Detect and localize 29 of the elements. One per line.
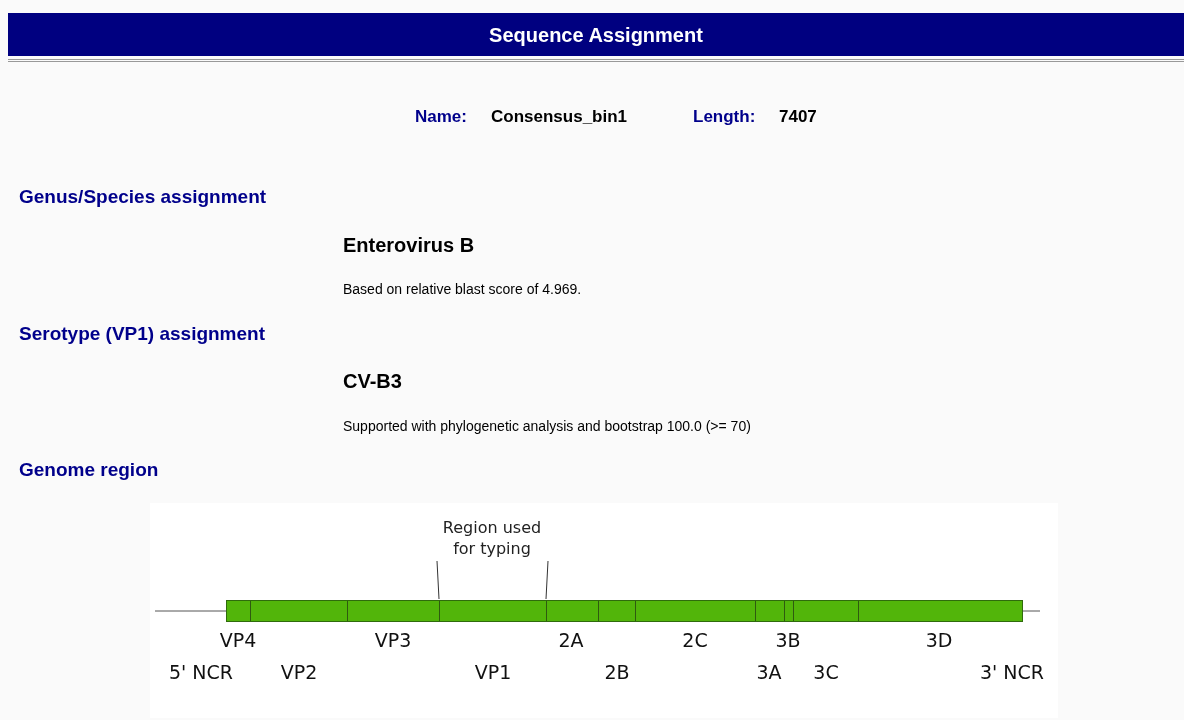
region-label: 3A [756, 662, 782, 682]
region-label: 2C [682, 630, 708, 650]
region-label: 3C [813, 662, 839, 682]
title-bar: Sequence Assignment [8, 13, 1184, 56]
region-label: VP3 [374, 630, 412, 650]
region-label: 3D [925, 630, 953, 650]
annotation-text: Region used for typing [441, 517, 543, 559]
label-key: Name: [415, 107, 467, 125]
label-value: Consensus_bin1 [491, 107, 628, 125]
genome-bar [226, 600, 1023, 622]
region-label: VP4 [219, 630, 257, 650]
assignment-note: Supported with phylogenetic analysis and bootstrap 100.0 (>= 70) [343, 419, 751, 433]
assignment-result: CV-B3 [343, 371, 402, 391]
label-value: 7407 [779, 107, 817, 125]
leader-line [436, 560, 440, 600]
assignment-note: Based on relative blast score of 4.969. [343, 282, 582, 296]
region-label: 5' NCR [169, 662, 233, 682]
leader-line [545, 560, 549, 600]
region-label: 3' NCR [980, 662, 1044, 682]
label-key: Length: [693, 107, 756, 125]
section-heading: Genome region [19, 459, 159, 479]
assignment-result: Enterovirus B [343, 235, 475, 255]
region-label: 3B [775, 630, 801, 650]
region-label: VP2 [280, 662, 318, 682]
section-heading: Genus/Species assignment [19, 186, 267, 206]
region-label: 2A [558, 630, 584, 650]
region-label: 2B [604, 662, 630, 682]
region-label: VP1 [474, 662, 512, 682]
section-heading: Serotype (VP1) assignment [19, 323, 266, 343]
